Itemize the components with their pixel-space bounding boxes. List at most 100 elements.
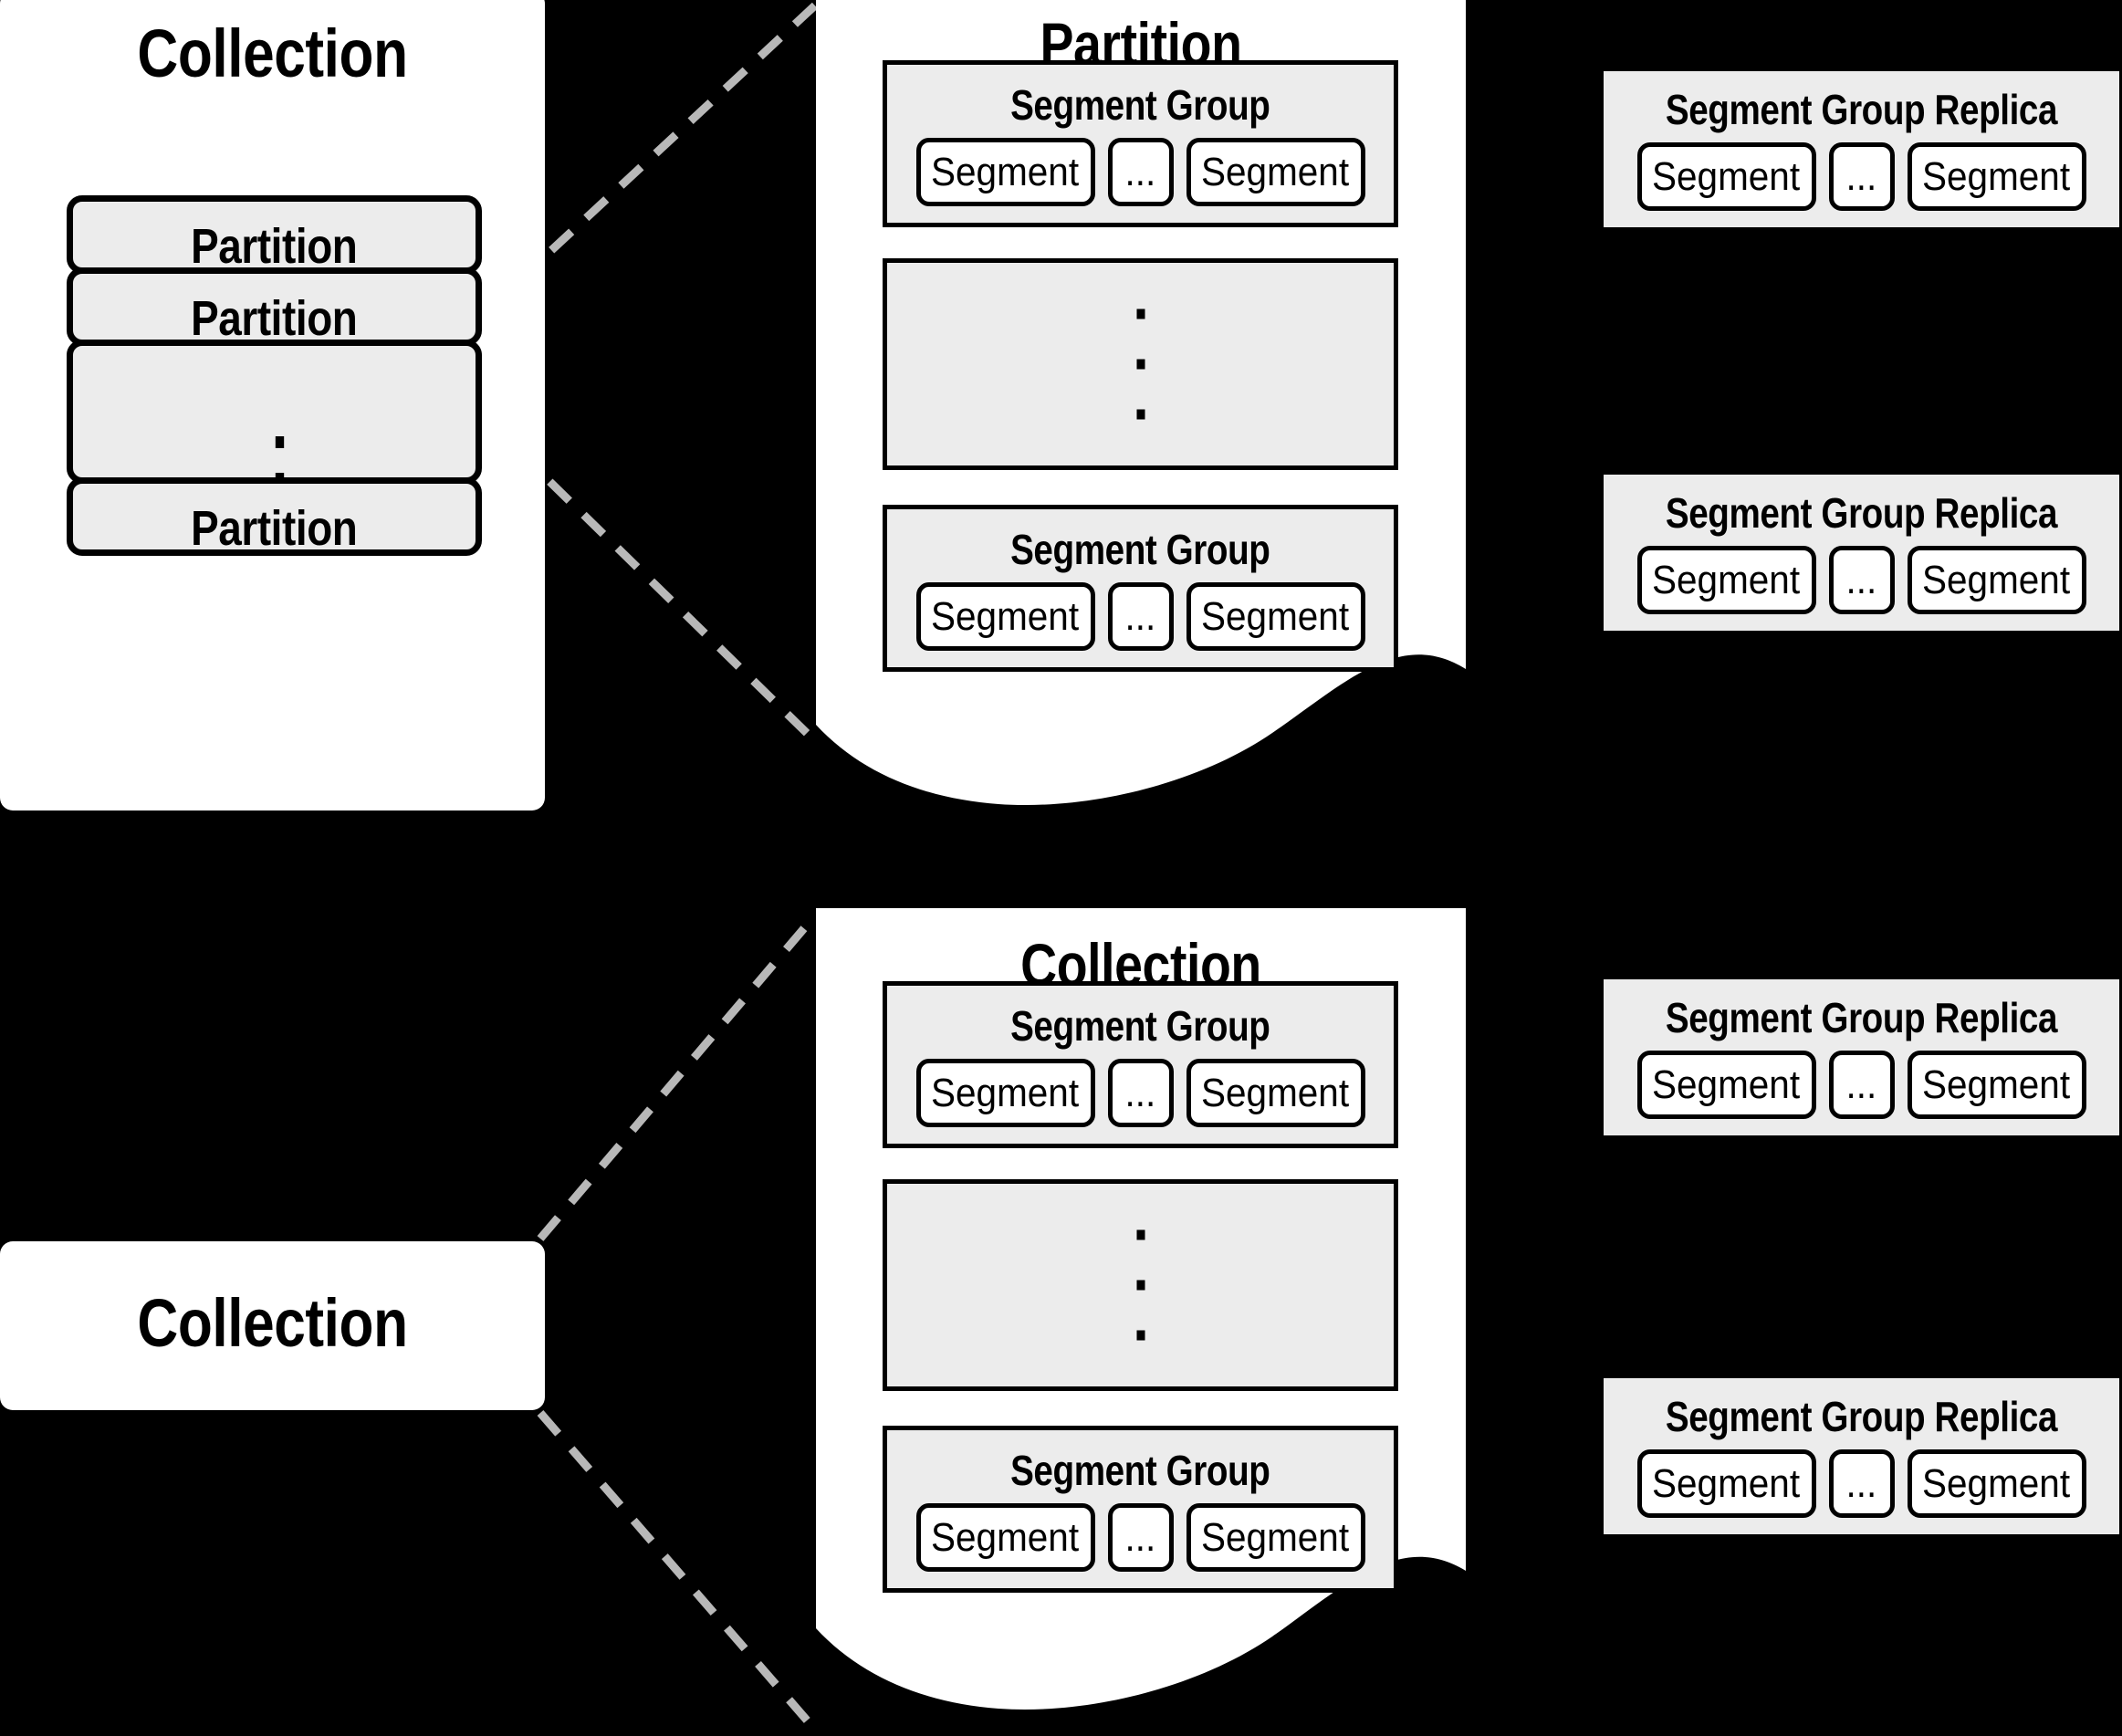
segment-group-replica[interactable]: Segment Group Replica Segment ... Segmen… [1604, 71, 2119, 227]
segment-ellipsis-label: ... [1124, 150, 1156, 194]
segment-box[interactable]: Segment [915, 582, 1095, 651]
segment-row: Segment ... Segment [887, 130, 1394, 223]
segment-group-title: Segment Group [1010, 526, 1270, 573]
segment-row: Segment ... Segment [1604, 1441, 2119, 1534]
segment-group[interactable]: Segment Group Segment ... Segment [883, 505, 1398, 672]
segment-box[interactable]: Segment [1907, 546, 2086, 614]
partition-list: Partition Partition Partition [67, 195, 482, 556]
segment-label: Segment [1922, 1062, 2071, 1107]
segment-ellipsis-label: ... [1124, 1515, 1156, 1560]
partition-ellipsis [67, 340, 482, 521]
segment-group-title-wrap: Segment Group [887, 1430, 1394, 1495]
segment-label: Segment [1652, 1461, 1801, 1506]
segment-label: Segment [1652, 154, 1801, 199]
segment-ellipsis-label: ... [1845, 154, 1877, 199]
segment-box[interactable]: Segment [915, 1503, 1095, 1572]
segment-label: Segment [931, 150, 1080, 194]
partition-label: Partition [191, 219, 358, 274]
segment-group-replica[interactable]: Segment Group Replica Segment ... Segmen… [1604, 475, 2119, 631]
vertical-ellipsis-icon [1136, 1210, 1145, 1361]
segment-row: Segment ... Segment [1604, 134, 2119, 227]
segment-label: Segment [931, 1071, 1080, 1115]
segment-label: Segment [931, 594, 1080, 639]
segment-label: Segment [1201, 594, 1350, 639]
replica-title-wrap: Segment Group Replica [1604, 475, 2119, 538]
segment-ellipsis: ... [1107, 1503, 1174, 1572]
segment-label: Segment [1652, 558, 1801, 602]
segment-label: Segment [1201, 1515, 1350, 1560]
segment-group-title: Segment Group [1010, 1002, 1270, 1050]
segment-row: Segment ... Segment [1604, 1042, 2119, 1135]
segment-box[interactable]: Segment [1186, 138, 1365, 206]
segment-box[interactable]: Segment [1186, 1503, 1365, 1572]
segment-ellipsis-label: ... [1845, 1062, 1877, 1107]
segment-label: Segment [1201, 150, 1350, 194]
segment-label: Segment [1922, 558, 2071, 602]
segment-ellipsis: ... [1828, 1051, 1895, 1119]
segment-label: Segment [931, 1515, 1080, 1560]
segment-row: Segment ... Segment [887, 1051, 1394, 1144]
collection-detail-panel: Collection Segment Group Segment ... Seg… [816, 908, 1466, 1736]
segment-ellipsis: ... [1828, 546, 1895, 614]
replica-title: Segment Group Replica [1665, 86, 2058, 133]
segment-label: Segment [1652, 1062, 1801, 1107]
segment-group[interactable]: Segment Group Segment ... Segment [883, 60, 1398, 227]
segment-ellipsis-label: ... [1845, 558, 1877, 602]
collection-panel-left: Collection Partition Partition Partition [0, 0, 545, 810]
connector-collection-bottom [537, 1410, 819, 1732]
segment-ellipsis-label: ... [1845, 1461, 1877, 1506]
segment-group-title-wrap: Segment Group [887, 509, 1394, 574]
segment-label: Segment [1201, 1071, 1350, 1115]
replica-title: Segment Group Replica [1665, 489, 2058, 537]
replica-title: Segment Group Replica [1665, 1393, 2058, 1440]
segment-ellipsis: ... [1107, 582, 1174, 651]
collection-box-left[interactable]: Collection [0, 1241, 545, 1410]
segment-label: Segment [1922, 154, 2071, 199]
segment-label: Segment [1922, 1461, 2071, 1506]
segment-ellipsis: ... [1828, 1449, 1895, 1518]
segment-group-title-wrap: Segment Group [887, 65, 1394, 130]
segment-ellipsis: ... [1107, 1059, 1174, 1127]
segment-box[interactable]: Segment [1907, 1051, 2086, 1119]
segment-box[interactable]: Segment [915, 138, 1095, 206]
segment-box[interactable]: Segment [1636, 1051, 1816, 1119]
partition-detail-panel: Partition Segment Group Segment ... Segm… [816, 0, 1466, 810]
segment-group-title-wrap: Segment Group [887, 986, 1394, 1051]
segment-group-title: Segment Group [1010, 1447, 1270, 1494]
segment-group[interactable]: Segment Group Segment ... Segment [883, 1426, 1398, 1593]
segment-ellipsis-label: ... [1124, 594, 1156, 639]
segment-box[interactable]: Segment [1636, 1449, 1816, 1518]
segment-group-title: Segment Group [1010, 81, 1270, 129]
replica-title-wrap: Segment Group Replica [1604, 71, 2119, 134]
segment-box[interactable]: Segment [1907, 1449, 2086, 1518]
partition-label: Partition [191, 291, 358, 346]
replica-title-wrap: Segment Group Replica [1604, 1378, 2119, 1441]
segment-group-replica[interactable]: Segment Group Replica Segment ... Segmen… [1604, 1378, 2119, 1534]
partition-item[interactable]: Partition [67, 195, 482, 274]
segment-box[interactable]: Segment [1636, 142, 1816, 211]
partition-label: Partition [191, 501, 358, 556]
segment-box[interactable]: Segment [1907, 142, 2086, 211]
segment-ellipsis-label: ... [1124, 1071, 1156, 1115]
replica-title-wrap: Segment Group Replica [1604, 979, 2119, 1042]
partition-item[interactable]: Partition [67, 477, 482, 556]
segment-row: Segment ... Segment [1604, 538, 2119, 631]
collection-box-title: Collection [137, 1285, 408, 1361]
segment-box[interactable]: Segment [915, 1059, 1095, 1127]
segment-row: Segment ... Segment [887, 1495, 1394, 1588]
segment-group-ellipsis [883, 1179, 1398, 1391]
segment-box[interactable]: Segment [1186, 582, 1365, 651]
segment-group[interactable]: Segment Group Segment ... Segment [883, 981, 1398, 1148]
segment-row: Segment ... Segment [887, 574, 1394, 667]
segment-ellipsis: ... [1107, 138, 1174, 206]
segment-box[interactable]: Segment [1186, 1059, 1365, 1127]
connector-collection-top [537, 913, 819, 1241]
segment-group-replica[interactable]: Segment Group Replica Segment ... Segmen… [1604, 979, 2119, 1135]
segment-box[interactable]: Segment [1636, 546, 1816, 614]
collection-left-title: Collection [137, 16, 408, 91]
replica-title: Segment Group Replica [1665, 994, 2058, 1041]
partition-item[interactable]: Partition [67, 267, 482, 346]
segment-ellipsis: ... [1828, 142, 1895, 211]
segment-group-ellipsis [883, 258, 1398, 470]
